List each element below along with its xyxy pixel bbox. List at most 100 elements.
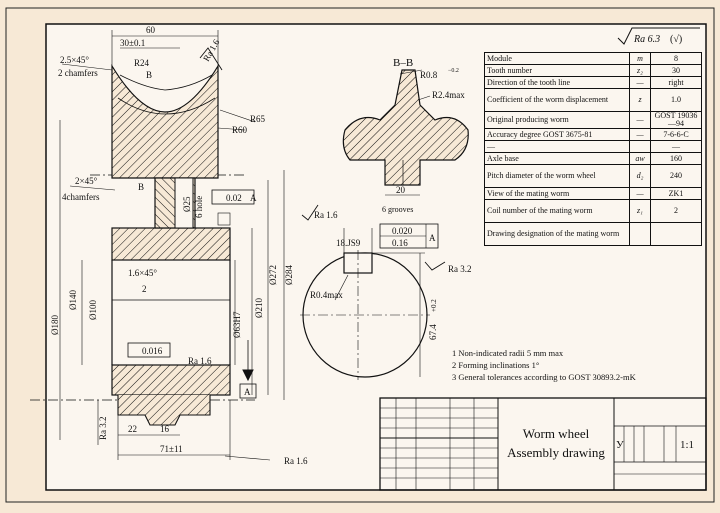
label-b-mid: B [138, 182, 144, 192]
params-cell-symbol: aw [629, 152, 651, 165]
params-cell-value: — [650, 140, 702, 153]
dim-chamfer-top: 2.5×45° [60, 55, 89, 65]
params-cell-name: Coefficient of the worm displacement [484, 88, 630, 112]
tol-sym-datum: A [429, 233, 436, 243]
params-cell-value: GOST 19036—94 [650, 111, 702, 129]
note-6-holes: 6 hole [194, 196, 204, 218]
section-title-bb: B–B [393, 57, 413, 69]
outer-frame [5, 7, 715, 503]
tol-sym-2: 0.16 [392, 238, 408, 248]
tol-perp-datum: A [250, 193, 257, 203]
params-row: Accuracy degree GOST 3675-81—7-6-6-C [484, 128, 702, 141]
params-cell-symbol: m [629, 52, 651, 65]
ra32-right: Ra 3.2 [448, 264, 472, 274]
params-cell-name: Coil number of the mating worm [484, 199, 630, 223]
params-cell-value: 240 [650, 164, 702, 188]
dim-67: 67.4 [428, 324, 438, 340]
dim-22: 22 [128, 424, 137, 434]
params-cell-value: 1.0 [650, 88, 702, 112]
params-cell-value [650, 222, 702, 246]
dim-18js9: 18.JS9 [336, 238, 361, 248]
params-cell-value: right [650, 76, 702, 89]
dim-r08-tol: −0.2 [448, 68, 459, 74]
section-bb-view [300, 69, 469, 380]
params-cell-name: Axle base [484, 152, 630, 165]
dim-16: 16 [160, 424, 170, 434]
dim-20: 20 [396, 185, 406, 195]
ra-general: Ra 6.3 [633, 34, 660, 45]
dim-r60: R60 [232, 125, 248, 135]
dim-d63h7: Ø63H7 [232, 311, 242, 338]
title-line-1: Worm wheel [523, 426, 590, 441]
params-cell-symbol: z [629, 88, 651, 112]
params-cell-symbol [629, 140, 651, 153]
ra-general-check: (√) [670, 34, 682, 45]
dim-d140: Ø140 [68, 290, 78, 310]
ra32-left: Ra 3.2 [98, 417, 108, 441]
ra16-keyway: Ra 1.6 [314, 210, 338, 220]
datum-a-box: A [244, 387, 251, 397]
dim-d272: Ø272 [268, 265, 278, 285]
params-cell-value: 7-6-6-C [650, 128, 702, 141]
title-line-2: Assembly drawing [507, 445, 605, 460]
note-1: 1 Non-indicated radii 5 mm max [452, 348, 564, 358]
params-cell-name: Pitch diameter of the worm wheel [484, 164, 630, 188]
ra16-bottom: Ra 1.6 [284, 456, 308, 466]
wheel-section-view [30, 30, 285, 461]
params-cell-value: ZK1 [650, 187, 702, 200]
label-b-top: B [146, 70, 152, 80]
dim-r08: R0.8 [420, 70, 438, 80]
wheel-labels: 60 30±0.1 2.5×45° 2 chamfers R24 B R65 R… [50, 25, 308, 466]
params-cell-name: Drawing designation of the mating worm [484, 222, 630, 246]
dim-71: 71±11 [160, 444, 183, 454]
params-row: Original producing worm—GOST 19036—94 [484, 111, 702, 129]
params-cell-name: Original producing worm [484, 111, 630, 129]
dim-chamfer-mid: 2×45° [75, 176, 98, 186]
tol-perp-value: 0.02 [226, 193, 242, 203]
dim-d284: Ø284 [284, 265, 294, 285]
note-2: 2 Forming inclinations 1° [452, 360, 539, 370]
params-cell-symbol: — [629, 111, 651, 129]
title-block [379, 397, 707, 491]
notes-block: 1 Non-indicated radii 5 mm max 2 Forming… [452, 348, 637, 382]
params-cell-name: Module [484, 52, 630, 65]
dim-r65: R65 [250, 114, 266, 124]
dim-67-tol: +0.2 [430, 299, 438, 312]
dim-30: 30±0.1 [120, 38, 145, 48]
dim-r24: R24 [134, 58, 150, 68]
params-cell-symbol: z₁ [629, 199, 651, 223]
note-chamfer-bore: 2 [142, 284, 147, 294]
note-4-chamfers: 4chamfers [62, 192, 100, 202]
params-cell-symbol: — [629, 187, 651, 200]
surface-finish-general: Ra 6.3 (√) [617, 27, 700, 45]
title-scale: 1:1 [680, 439, 694, 451]
params-cell-symbol: z₂ [629, 64, 651, 77]
params-cell-value: 30 [650, 64, 702, 77]
title-mark: У [616, 439, 624, 451]
dim-d210: Ø210 [254, 298, 264, 318]
note-grooves: 6 grooves [382, 205, 413, 214]
tol-par-value: 0.016 [142, 346, 163, 356]
params-cell-symbol: d₂ [629, 164, 651, 188]
params-cell-value: 2 [650, 199, 702, 223]
dim-r04max: R0.4max [310, 290, 343, 300]
params-row: —— [484, 140, 702, 153]
params-cell-symbol: — [629, 76, 651, 89]
params-row: Drawing designation of the mating worm [484, 222, 702, 246]
note-2-chamfers: 2 chamfers [58, 68, 98, 78]
tol-sym-1: 0.020 [392, 226, 413, 236]
dim-r24max: R2.4max [432, 90, 465, 100]
params-cell-name: View of the mating worm [484, 187, 630, 200]
dim-60: 60 [146, 25, 156, 35]
dim-d25: Ø25 [182, 196, 192, 212]
params-cell-value: 8 [650, 52, 702, 65]
ra16-bore: Ra 1.6 [188, 356, 212, 366]
